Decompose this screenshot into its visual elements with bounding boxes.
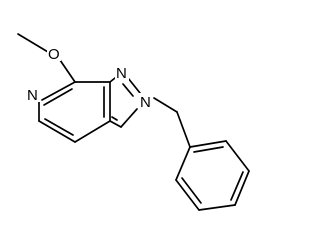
bond-ph-3-4: [234, 170, 250, 206]
atom-pyrazole-nitrogen-2: N: [140, 94, 151, 111]
bond-o-c7: [59, 59, 76, 83]
chemical-structure-drawing: O N N N: [17, 33, 250, 211]
bond-ch2-phenyl: [176, 111, 191, 148]
bond-ph-1-2-inner: [193, 146, 224, 153]
bond-ph-6-1: [175, 146, 191, 181]
atom-pyridine-nitrogen: N: [27, 87, 38, 104]
atom-n6-bg: [26, 86, 40, 102]
bond-n1-n2: [127, 77, 141, 94]
atom-pyrazole-nitrogen-1: N: [116, 65, 127, 82]
bond-n2-ch2: [153, 97, 178, 113]
bond-ph-5-6: [175, 179, 200, 211]
bond-c5-c4-inner: [44, 118, 74, 136]
atom-n1-bg: [115, 65, 129, 81]
bond-c3-c3a: [109, 120, 122, 128]
bond-n2-c3: [120, 108, 138, 128]
bond-methyl-o: [17, 33, 49, 53]
bond-c4-c3a: [74, 120, 111, 143]
atom-o-bg: [47, 45, 61, 61]
bond-ph-2-3: [225, 140, 250, 172]
bond-ph-1-2: [189, 140, 227, 148]
bond-ph-3-4-inner: [230, 171, 244, 201]
bond-c7-n6-inner: [43, 88, 73, 106]
atom-oxygen: O: [48, 46, 60, 63]
bond-n1-n2-inner: [122, 83, 134, 97]
bond-c7-n6: [41, 81, 76, 101]
bond-c7a-n1: [109, 77, 116, 83]
bond-ph-4-5: [198, 204, 236, 211]
bond-c3-c3a-inner: [111, 116, 118, 121]
bond-ph-5-6-inner: [181, 177, 202, 204]
atom-n2-bg: [139, 93, 153, 109]
bond-c5-c4: [38, 120, 76, 143]
